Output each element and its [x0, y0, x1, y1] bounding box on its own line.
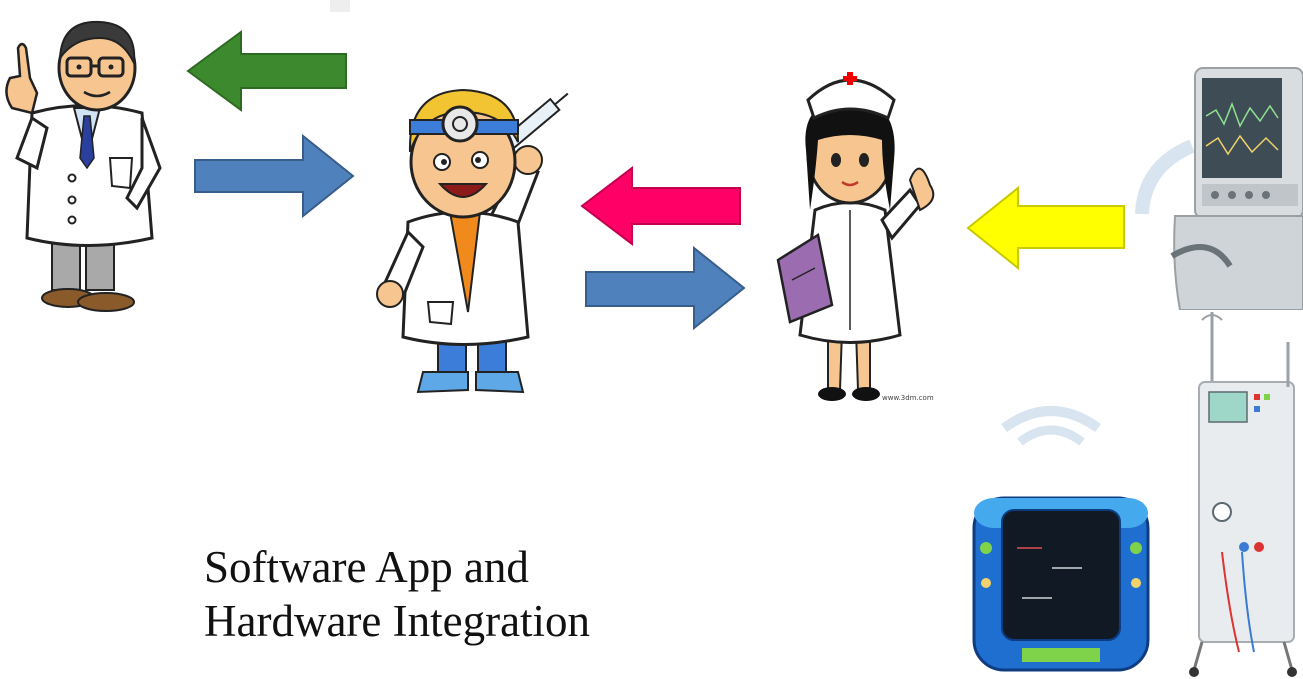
cropped-title-fragment	[330, 0, 350, 12]
wireless-signal-icon-2	[1001, 406, 1101, 446]
arrow-to-senior-doctor	[186, 30, 347, 112]
arrow-left-yellow	[966, 186, 1125, 271]
dialysis-machine-device	[1189, 312, 1297, 677]
junior-doctor-syringe-figure	[376, 88, 569, 394]
nurse-watermark: www.3dm.com	[882, 394, 934, 402]
caption-line-2: Hardware Integration	[204, 596, 591, 646]
nurse-clipboard-figure: www.3dm.com	[776, 72, 935, 402]
arrow-devices-to-nurse	[966, 186, 1125, 271]
caption-line-1: Software App and	[204, 542, 529, 592]
arrow-to-junior-doctor	[194, 134, 355, 218]
arrow-nurse-to-junior-doctor	[580, 166, 741, 247]
senior-doctor-figure	[5, 20, 162, 312]
arrow-left-green	[186, 30, 347, 112]
caption: Software App and Hardware Integration	[204, 540, 724, 648]
wireless-signal-icon	[1135, 139, 1194, 215]
arrow-left-pink	[580, 166, 741, 247]
arrow-right-blue-2	[585, 246, 746, 331]
vital-signs-monitor-device	[972, 496, 1150, 672]
ventilator-device	[1170, 67, 1303, 310]
arrow-junior-doctor-to-nurse	[585, 246, 746, 331]
arrow-right-blue	[194, 134, 355, 218]
